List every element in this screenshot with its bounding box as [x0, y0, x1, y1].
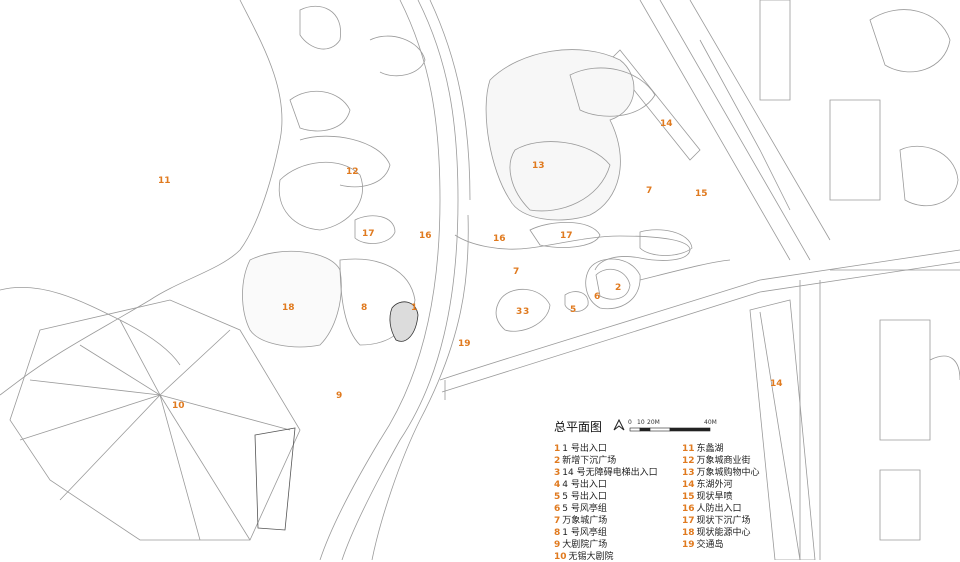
legend-text: 14 号无障碍电梯出入口	[562, 468, 658, 478]
map-label-civil-defense-west: 16	[419, 231, 432, 241]
map-label-plaza-east: 7	[646, 186, 653, 196]
map-label-theatre: 10	[172, 401, 185, 411]
map-label-fountain: 15	[695, 189, 708, 199]
sunken-plaza-outline	[454, 234, 691, 271]
map-label-energy-center: 18	[282, 303, 295, 313]
legend-text: 万象城商业街	[696, 456, 751, 466]
legend-text: 无锡大剧院	[568, 552, 614, 562]
legend-number: 14	[682, 480, 695, 490]
legend-number: 4	[554, 480, 561, 490]
legend-text: 东湖外河	[696, 480, 733, 490]
legend-text: 万象城购物中心	[696, 468, 760, 478]
theatre-plaza	[242, 250, 342, 348]
lake-shoreline	[0, 0, 283, 396]
map-label-vent-group-1: 8	[361, 303, 368, 313]
legend-number: 15	[682, 492, 695, 502]
map-label-theatre-plaza: 9	[336, 391, 343, 401]
legend-number: 19	[682, 540, 695, 550]
legend-text: 人防出入口	[696, 504, 742, 514]
map-label-elevator-entrance-b: 3	[523, 307, 530, 317]
legend-number: 5	[554, 492, 561, 502]
legend-number: 17	[682, 516, 695, 526]
legend-number: 9	[554, 540, 561, 550]
legend-number: 7	[554, 516, 561, 526]
legend-number: 8	[554, 528, 561, 538]
scale-label-10: 10	[637, 419, 645, 426]
legend-text: 现状旱喷	[696, 492, 733, 502]
main-road-west-edge	[319, 0, 441, 560]
map-label-traffic-island: 19	[458, 339, 471, 349]
legend-text: 新增下沉广场	[562, 456, 617, 466]
diagonal-road-1	[639, 0, 791, 261]
scale-label-40: 40M	[704, 419, 717, 426]
legend-number: 11	[682, 444, 695, 454]
legend-text: 东蠡湖	[696, 444, 724, 454]
legend-number: 12	[682, 456, 695, 466]
theatre-entrance	[389, 301, 419, 342]
legend-number: 18	[682, 528, 695, 538]
map-label-civil-defense-east: 16	[493, 234, 506, 244]
legend-text: 5 号风亭组	[562, 504, 607, 514]
river-strip	[749, 299, 816, 560]
legend-number: 13	[682, 468, 695, 478]
mall-block	[485, 49, 635, 221]
legend-title: 总平面图	[554, 420, 603, 434]
legend-text: 4 号出入口	[562, 480, 607, 490]
map-label-new-sunken-plaza: 2	[615, 283, 622, 293]
theatre-hatch	[254, 427, 296, 531]
scale-label-20: 20M	[647, 419, 660, 426]
map-label-plaza-center: 7	[513, 267, 520, 277]
main-road-east-edge	[341, 0, 459, 560]
scale-label-0: 0	[628, 419, 632, 426]
legend-number: 2	[554, 456, 561, 466]
legend-text: 现状下沉广场	[696, 516, 751, 526]
legend-number: 6	[554, 504, 561, 514]
legend-number: 1	[554, 444, 561, 454]
north-arrow-icon	[613, 418, 625, 431]
legend-number: 10	[554, 552, 567, 562]
legend-text: 5 号出入口	[562, 492, 607, 502]
map-label-river-north: 14	[660, 119, 673, 129]
map-label-sunken-plaza-west: 17	[362, 229, 375, 239]
legend-text: 交通岛	[696, 540, 724, 550]
map-label-entrance-5: 5	[570, 305, 577, 315]
map-label-lake: 11	[158, 176, 171, 186]
map-label-river-south: 14	[770, 379, 783, 389]
legend-text: 1 号出入口	[562, 444, 607, 454]
legend-text: 1 号风亭组	[562, 528, 607, 538]
map-label-sunken-plaza-east: 17	[560, 231, 573, 241]
legend-number: 3	[554, 468, 561, 478]
legend-text: 大剧院广场	[562, 540, 608, 550]
map-label-entrance-1: 1	[411, 303, 418, 313]
map-label-mall: 13	[532, 161, 545, 171]
scale-bar: 0 10 20M 40M	[624, 418, 754, 438]
legend-text: 现状能源中心	[696, 528, 751, 538]
legend-text: 万象城广场	[562, 516, 608, 526]
map-label-elevator-entrance: 3	[516, 307, 523, 317]
legend-number: 16	[682, 504, 695, 514]
map-label-commercial-street: 12	[346, 167, 359, 177]
map-label-vent-group-5: 6	[594, 292, 601, 302]
